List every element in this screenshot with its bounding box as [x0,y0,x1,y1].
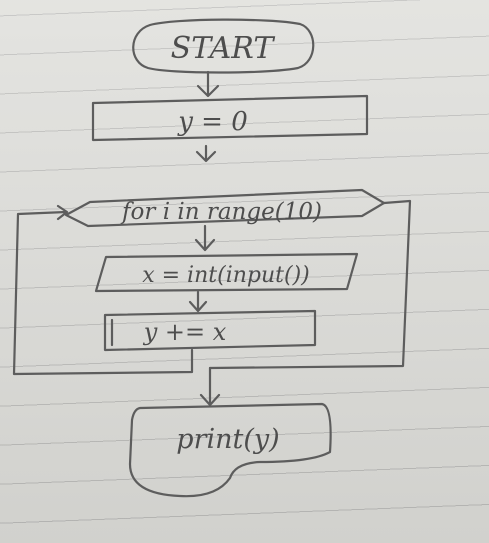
output-document [128,402,332,498]
arrow-loop-to-input [194,224,216,252]
init-process-box [91,94,369,142]
arrow-start-to-init [196,70,220,98]
output-label: print(y) [176,424,279,455]
loop-hexagon [64,188,386,228]
arrow-input-to-accumulate [188,290,208,313]
start-label: START [171,31,276,66]
loop-back-line [12,204,194,376]
arrow-init-to-loop [195,144,217,163]
input-label: x = int(input()) [142,263,310,288]
accumulate-box [103,309,317,352]
start-terminal [132,18,315,74]
arrow-to-output [199,366,221,407]
accumulate-label: y += x [143,318,227,346]
input-box [94,252,359,293]
loop-exit-line [208,199,412,370]
loop-label: for i in range(10) [120,199,322,225]
init-label: y = 0 [177,107,248,137]
